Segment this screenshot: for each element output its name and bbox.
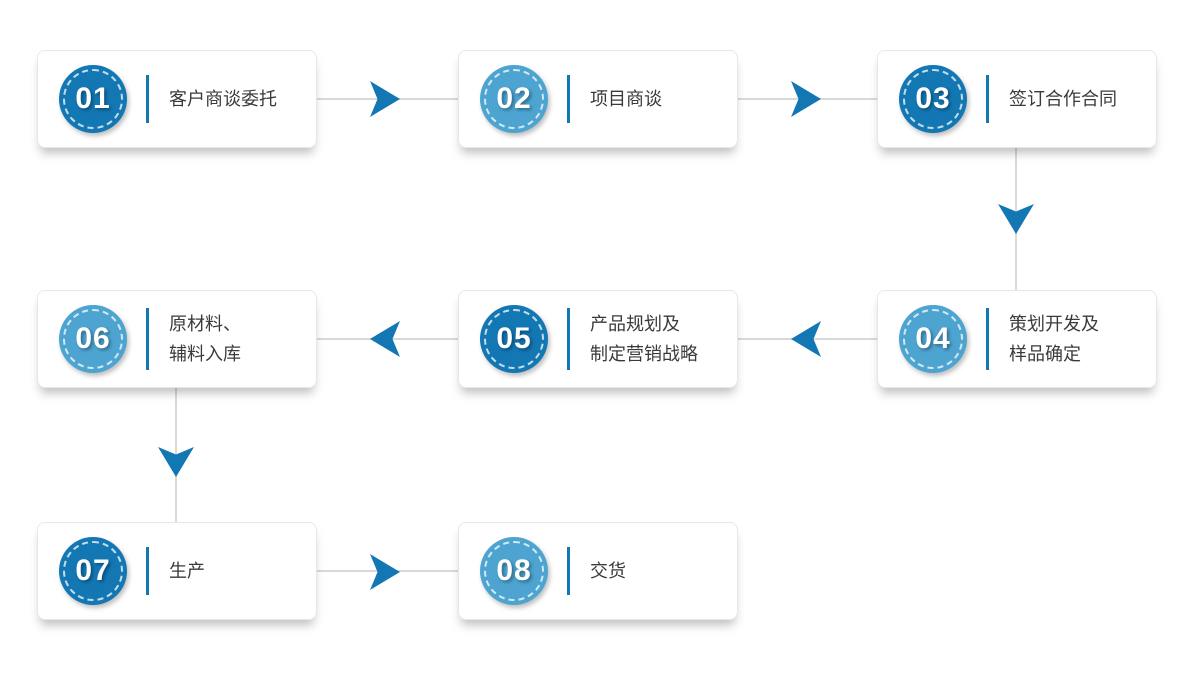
step-label: 产品规划及 制定营销战略 bbox=[590, 314, 698, 364]
step-divider bbox=[567, 75, 570, 123]
arrow-right-icon bbox=[370, 554, 400, 590]
step-number: 05 bbox=[496, 322, 532, 355]
step-divider bbox=[146, 75, 149, 123]
step-number: 06 bbox=[75, 322, 111, 355]
step-number-badge: 02 bbox=[480, 65, 548, 133]
step-card-04: 04 策划开发及 样品确定 bbox=[877, 290, 1157, 388]
step-number-badge: 04 bbox=[899, 305, 967, 373]
step-number: 01 bbox=[75, 82, 111, 115]
step-divider bbox=[986, 308, 989, 370]
step-label: 项目商谈 bbox=[590, 89, 662, 109]
step-number-badge: 01 bbox=[59, 65, 127, 133]
step-card-03: 03 签订合作合同 bbox=[877, 50, 1157, 148]
step-card-05: 05 产品规划及 制定营销战略 bbox=[458, 290, 738, 388]
step-divider bbox=[146, 547, 149, 595]
step-card-08: 08 交货 bbox=[458, 522, 738, 620]
step-number-badge: 03 bbox=[899, 65, 967, 133]
step-number-badge: 06 bbox=[59, 305, 127, 373]
step-number-badge: 07 bbox=[59, 537, 127, 605]
step-divider bbox=[567, 547, 570, 595]
step-number: 02 bbox=[496, 82, 532, 115]
step-card-02: 02 项目商谈 bbox=[458, 50, 738, 148]
step-number-badge: 08 bbox=[480, 537, 548, 605]
step-divider bbox=[146, 308, 149, 370]
step-card-07: 07 生产 bbox=[37, 522, 317, 620]
step-label: 生产 bbox=[169, 561, 205, 581]
step-label: 客户商谈委托 bbox=[169, 89, 277, 109]
step-number: 03 bbox=[915, 82, 951, 115]
step-number: 07 bbox=[75, 554, 111, 587]
step-number-badge: 05 bbox=[480, 305, 548, 373]
step-divider bbox=[986, 75, 989, 123]
step-label: 签订合作合同 bbox=[1009, 89, 1117, 109]
step-divider bbox=[567, 308, 570, 370]
step-label: 原材料、 辅料入库 bbox=[169, 314, 241, 364]
step-card-06: 06 原材料、 辅料入库 bbox=[37, 290, 317, 388]
step-label: 交货 bbox=[590, 561, 626, 581]
step-label: 策划开发及 样品确定 bbox=[1009, 314, 1099, 364]
step-number: 04 bbox=[915, 322, 951, 355]
step-card-01: 01 客户商谈委托 bbox=[37, 50, 317, 148]
step-number: 08 bbox=[496, 554, 532, 587]
